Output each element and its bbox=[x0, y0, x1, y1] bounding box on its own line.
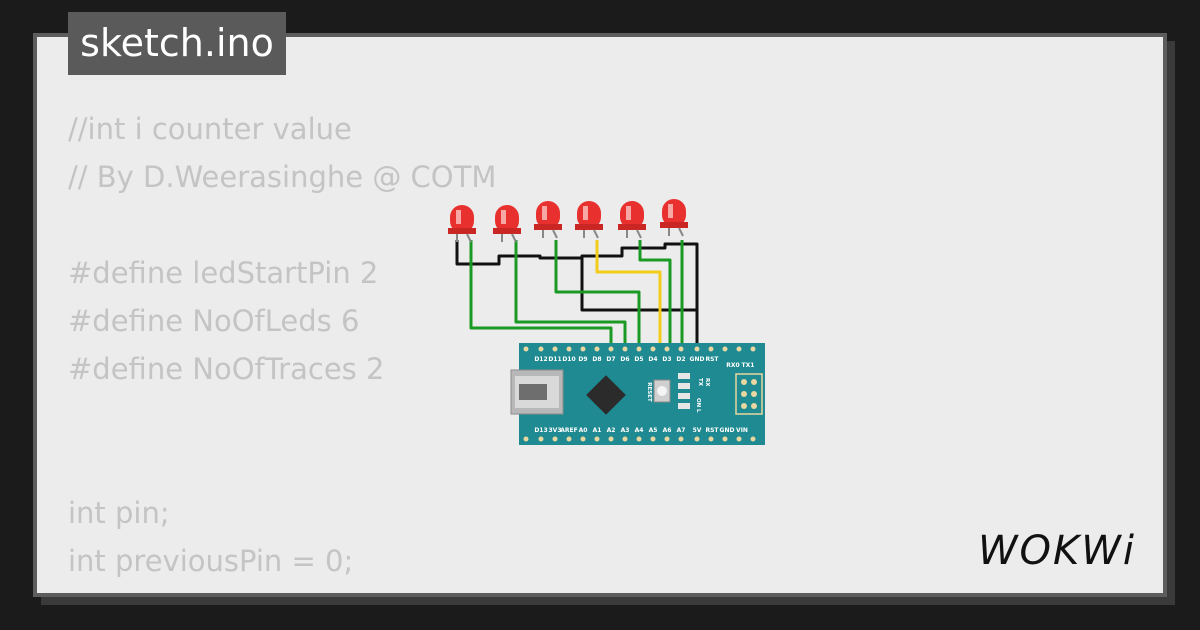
code-listing: //int i counter value // By D.Weerasingh… bbox=[68, 105, 695, 593]
pin-label: 5V bbox=[693, 427, 702, 434]
pin-label: D9 bbox=[578, 356, 587, 363]
led-3[interactable] bbox=[534, 201, 562, 239]
code-line: // By D.Weerasinghe @ COTM bbox=[68, 160, 497, 194]
microcontroller-chip-icon bbox=[586, 375, 626, 415]
pin-label: A0 bbox=[579, 427, 588, 434]
reset-label: RESET bbox=[646, 382, 652, 402]
wokwi-logo: WOKWi bbox=[978, 528, 1136, 574]
indicator-labels: TX RX ON L bbox=[695, 378, 710, 413]
arduino-nano-board[interactable]: D12 D11 D10 D9 D8 D7 D6 D5 D4 D3 D2 GND … bbox=[510, 343, 765, 445]
code-line: #define ledStartPin 2 bbox=[68, 256, 379, 290]
code-card: //int i counter value // By D.Weerasingh… bbox=[33, 33, 1167, 597]
wire-led3 bbox=[554, 240, 641, 346]
indicator-label: L bbox=[695, 409, 701, 413]
pin-label: VIN bbox=[736, 427, 748, 434]
pin-label: A7 bbox=[677, 427, 686, 434]
pin-label: D6 bbox=[620, 356, 629, 363]
pin-label: D4 bbox=[648, 356, 657, 363]
pin-label: A6 bbox=[663, 427, 672, 434]
pin-label: RST bbox=[705, 427, 719, 434]
wire-led4 bbox=[595, 240, 662, 346]
bottom-pin-holes bbox=[523, 436, 756, 442]
wire-led5 bbox=[638, 240, 672, 346]
led-1[interactable] bbox=[448, 205, 476, 243]
indicator-leds bbox=[678, 373, 690, 409]
pin-label: D11 bbox=[548, 356, 561, 363]
top-pin-holes bbox=[523, 346, 756, 352]
bottom-pin-labels: D13 3V3 AREF A0 A1 A2 A3 A4 A5 A6 A7 5V … bbox=[534, 427, 748, 434]
pin-label: 3V3 bbox=[549, 427, 562, 434]
pin-label: D13 bbox=[534, 427, 547, 434]
usb-connector-icon bbox=[510, 369, 564, 415]
led-2[interactable] bbox=[493, 205, 521, 243]
pin-label: GND bbox=[690, 356, 705, 363]
pin-label: GND bbox=[720, 427, 735, 434]
wires bbox=[455, 240, 699, 346]
icsp-header-icon bbox=[735, 373, 763, 415]
pin-label: TX1 bbox=[742, 362, 755, 369]
reset-button[interactable] bbox=[653, 379, 671, 403]
pin-label: A3 bbox=[621, 427, 630, 434]
led-6[interactable] bbox=[660, 199, 688, 237]
indicator-label: RX bbox=[704, 378, 710, 387]
pin-label: D8 bbox=[592, 356, 601, 363]
top-pin-labels: D12 D11 D10 D9 D8 D7 D6 D5 D4 D3 D2 GND … bbox=[534, 356, 754, 369]
code-line: #define NoOfTraces 2 bbox=[68, 352, 385, 386]
indicator-label: ON bbox=[695, 398, 701, 408]
code-line: int traceCounter = NoOfLeds * NoOfTraces… bbox=[68, 585, 695, 593]
pin-label: A4 bbox=[635, 427, 644, 434]
pin-label: A2 bbox=[607, 427, 616, 434]
pin-label: D12 bbox=[534, 356, 547, 363]
code-line: //int i counter value bbox=[68, 112, 352, 146]
wire-led1 bbox=[469, 240, 613, 346]
code-line: int pin; bbox=[68, 496, 170, 530]
pin-label: D3 bbox=[662, 356, 671, 363]
wire-led2 bbox=[514, 240, 627, 346]
pin-label: D2 bbox=[676, 356, 685, 363]
wire-ground-bus bbox=[455, 240, 699, 346]
code-line: int previousPin = 0; bbox=[68, 544, 354, 578]
pin-label: A5 bbox=[649, 427, 658, 434]
pin-label: RST bbox=[705, 356, 719, 363]
pin-label: A1 bbox=[593, 427, 602, 434]
code-line: #define NoOfLeds 6 bbox=[68, 304, 360, 338]
pin-label: D10 bbox=[562, 356, 575, 363]
pin-label: AREF bbox=[560, 427, 577, 434]
led-4[interactable] bbox=[575, 201, 603, 239]
indicator-label: TX bbox=[697, 378, 703, 387]
wokwi-logo-text: WOKWi bbox=[978, 528, 1136, 574]
led-5[interactable] bbox=[618, 201, 646, 239]
pin-label: D7 bbox=[606, 356, 615, 363]
pin-label: D5 bbox=[634, 356, 643, 363]
filename-tab[interactable]: sketch.ino bbox=[68, 12, 286, 75]
pin-label: RX0 bbox=[726, 362, 739, 369]
